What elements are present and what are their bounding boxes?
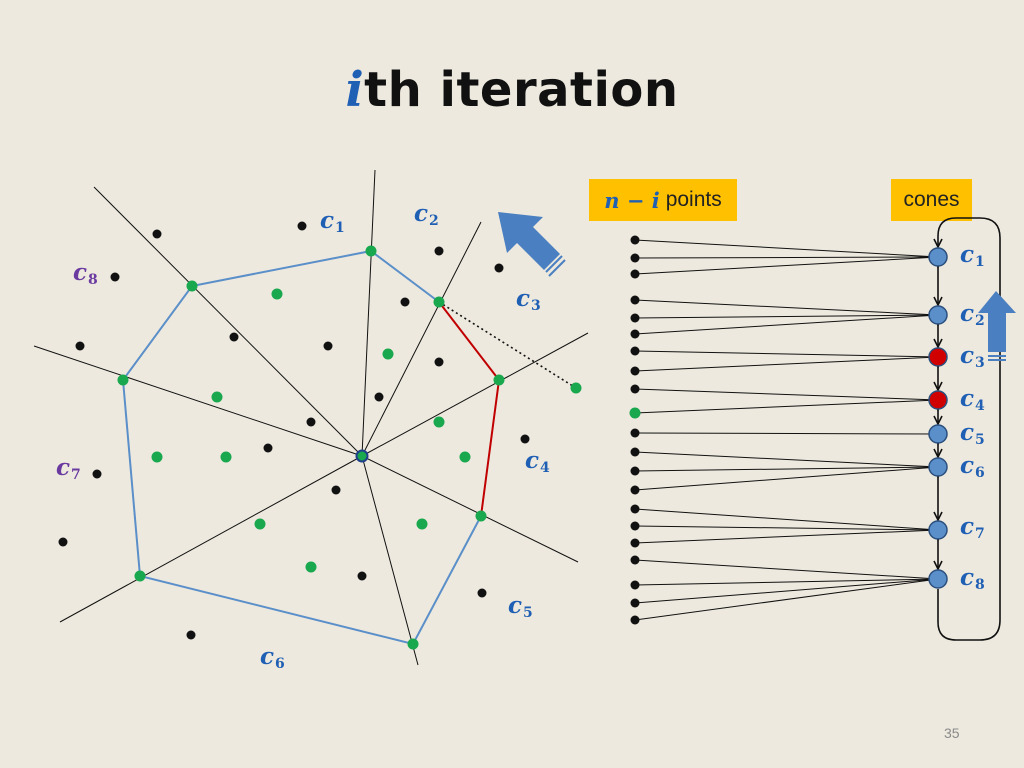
cone-rays [33,169,589,666]
interior-point [459,451,471,463]
point [374,392,384,402]
right-cone-label-c3: c3 [960,342,985,371]
center-point [355,449,369,463]
point [434,357,444,367]
points-label: points [665,188,722,211]
interior-point [211,391,223,403]
cone-node-c2 [928,305,948,325]
right-cone-label-c1: c1 [960,241,985,270]
point [494,263,504,273]
point [58,537,68,547]
hull-vertex [407,638,419,650]
left-cone-label-c4: c4 [525,447,550,476]
cone-node-c4 [928,390,948,410]
hull-edges [121,249,482,646]
page-number: 35 [944,725,960,741]
ray [361,169,376,457]
point [323,341,333,351]
hull-vertex [365,245,377,257]
interior-point [220,451,232,463]
cone-node-c7 [928,520,948,540]
point [400,297,410,307]
point [92,469,102,479]
big-arrow-icon [498,212,566,277]
cones-box: cones [891,179,972,221]
interior-point [271,288,283,300]
cone-nodes [928,247,948,589]
ray [93,186,363,457]
right-cone-label-c5: c5 [960,419,985,448]
ray [361,221,482,457]
point [110,272,120,282]
interior-point [382,348,394,360]
right-cone-label-c4: c4 [960,385,985,414]
ray [361,455,419,666]
hull-vertex [134,570,146,582]
left-cone-label-c1: c1 [320,207,345,236]
hull-vertex [493,374,505,386]
points-box: n − i points [589,179,737,221]
black-points [58,221,530,640]
hull-vertex [117,374,129,386]
left-cone-label-c8: c8 [73,259,98,288]
point [357,571,367,581]
point [297,221,307,231]
point [434,246,444,256]
interior-point [151,451,163,463]
left-cone-label-c6: c6 [260,643,285,672]
cone-node-c5 [928,424,948,444]
interior-point [416,518,428,530]
ray [361,455,579,563]
ray [361,332,589,457]
interior-point [254,518,266,530]
point [306,417,316,427]
candidate-point [570,382,582,394]
hull-vertex [475,510,487,522]
point [263,443,273,453]
point [477,588,487,598]
right-cone-label-c7: c7 [960,513,985,542]
cone-node-c8 [928,569,948,589]
interior-point [433,416,445,428]
cone-node-c1 [928,247,948,267]
left-cone-label-c5: c5 [508,592,533,621]
cyclic-link [938,217,1001,641]
point [186,630,196,640]
ray [59,455,363,623]
left-cone-label-c7: c7 [56,454,81,483]
point [75,341,85,351]
cone-node-c3 [928,347,948,367]
right-cone-label-c6: c6 [960,452,985,481]
right-cone-label-c8: c8 [960,564,985,593]
point-column [629,235,641,625]
hull [121,249,577,646]
point [520,434,530,444]
hull-vertex [433,296,445,308]
cones-label: cones [903,188,960,211]
cone-node-c6 [928,457,948,477]
points-math: n − i [604,187,660,213]
up-arrow-icon [978,291,1016,361]
left-cone-label-c2: c2 [414,200,439,229]
title-variable: i [345,62,365,118]
point [152,229,162,239]
hull-vertex [186,280,198,292]
left-cone-label-c3: c3 [516,285,541,314]
dotted-candidate-edge [438,301,577,389]
page-title: ith iteration [0,62,1024,118]
ray [33,345,363,457]
green-points [117,245,582,650]
right-cone-label-c2: c2 [960,300,985,329]
new-point [629,407,641,419]
point [331,485,341,495]
assignment-lines [634,239,939,621]
point [229,332,239,342]
title-text: th iteration [364,62,679,118]
interior-point [305,561,317,573]
